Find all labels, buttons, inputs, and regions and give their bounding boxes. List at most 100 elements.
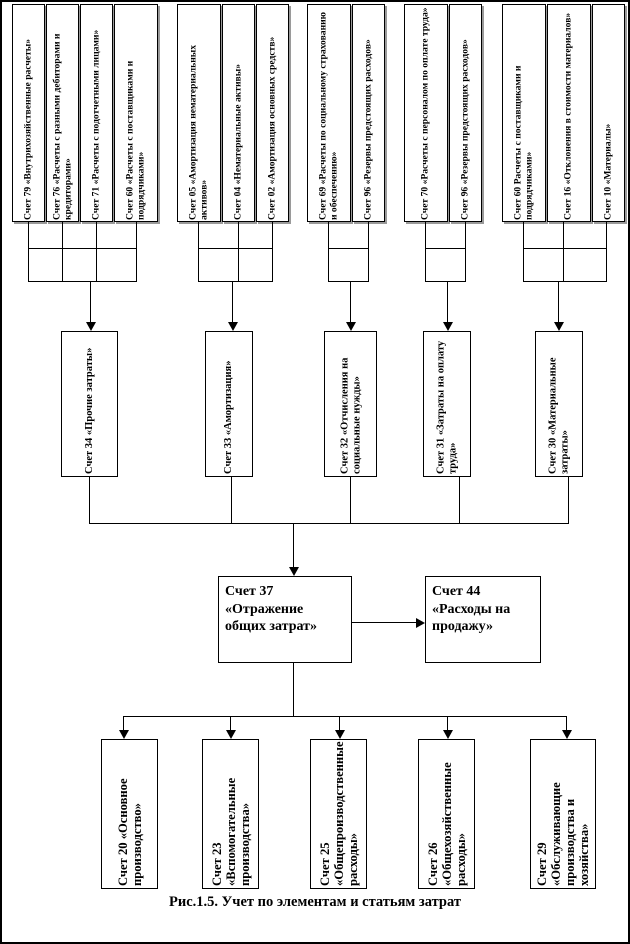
- mid-drop-34: [89, 477, 90, 523]
- g4-bus-bottom: [425, 281, 466, 282]
- bottom-arrow-23: [226, 730, 236, 739]
- center-box-37[interactable]: Счет 37 «Отражение общих затрат»: [218, 576, 352, 663]
- g3-bus-top: [328, 248, 369, 249]
- bottom-box-26-label: Счет 26 «Общехозяйственные расходы»: [425, 762, 468, 886]
- top-box-02[interactable]: Счет 02 «Амортизация основных средств»: [256, 4, 289, 222]
- center-box-44-line1: Счет 44: [432, 584, 481, 599]
- top-box-71-label: Счет 71 «Расчеты с подотчетными лицами»: [90, 29, 102, 220]
- bottom-box-29-label: Счет 29 «Обслуживающие производства и хо…: [534, 782, 592, 886]
- center-box-44-label: Счет 44 «Расходы на продажу»: [432, 583, 536, 636]
- g2-mid-leg: [238, 248, 239, 281]
- g4-bus-top: [425, 248, 466, 249]
- mid-box-34[interactable]: Счет 34 «Прочие затраты»: [61, 331, 118, 477]
- top-box-04-label: Счет 04 «Нематериальные активы»: [232, 64, 244, 220]
- g5-bus-top: [523, 248, 607, 249]
- top-box-76-label: Счет 76 «Расчеты с разными дебиторами и …: [50, 33, 73, 220]
- top-box-69-label: Счет 69 «Расчеты по социальному страхова…: [317, 12, 339, 220]
- g2-drop-04: [238, 222, 239, 248]
- top-box-71[interactable]: Счет 71 «Расчеты с подотчетными лицами»: [80, 4, 113, 222]
- figure-caption: Рис.1.5. Учет по элементам и статьям зат…: [169, 894, 461, 910]
- top-box-76[interactable]: Счет 76 «Расчеты с разными дебиторами и …: [46, 4, 79, 222]
- g5-arrow-30: [554, 322, 564, 331]
- g2-drop-02: [272, 222, 273, 248]
- bottom-box-25[interactable]: Счет 25 «Общепроизводственные расходы»: [310, 739, 367, 889]
- mid-box-30[interactable]: Счет 30 «Материальные затраты»: [535, 331, 583, 477]
- top-box-79-label: Счет 79 «Внутрихозяйственные расчеты»: [22, 38, 34, 220]
- g1-drop-76: [62, 222, 63, 248]
- top-box-05-label: Счет 05 «Амортизация нематериальных акти…: [187, 44, 209, 220]
- g3-arrow-32: [346, 322, 356, 331]
- top-box-60a[interactable]: Счет 60 «Расчеты с поставщиками и подряд…: [114, 4, 158, 222]
- top-box-60a-label: Счет 60 «Расчеты с поставщиками и подряд…: [124, 60, 146, 220]
- top-box-10-label: Счет 10 «Материалы»: [602, 123, 614, 220]
- bottom-arrow-29: [562, 730, 572, 739]
- link-37-44: [352, 622, 416, 623]
- top-box-60b-label: Счет 60 Расчеты с поставщиками и подрядч…: [512, 65, 534, 220]
- bottom-drop-29: [566, 716, 567, 735]
- g2-bus-bottom: [198, 281, 273, 282]
- g1-drop-71: [96, 222, 97, 248]
- g1-bus-top: [28, 248, 137, 249]
- top-box-96a[interactable]: Счет 96 «Резервы предстоящих расходов»: [352, 4, 385, 222]
- center-box-44-line3: продажу»: [432, 619, 494, 634]
- link-37-down: [293, 663, 294, 716]
- center-box-44-line2: «Расходы на: [432, 601, 511, 617]
- g1-arrow-34: [86, 322, 96, 331]
- g1-left-leg: [28, 248, 29, 281]
- mid-to-37: [293, 523, 294, 570]
- g3-to-32: [350, 281, 351, 325]
- top-box-05[interactable]: Счет 05 «Амортизация нематериальных акти…: [177, 4, 221, 222]
- bottom-box-26[interactable]: Счет 26 «Общехозяйственные расходы»: [418, 739, 475, 889]
- g1-mid2-leg: [96, 248, 97, 281]
- mid-box-31[interactable]: Счет 31 «Затраты на оплату труда»: [423, 331, 471, 477]
- mid-box-31-label: Счет 31 «Затраты на оплату труда»: [435, 340, 458, 474]
- top-box-16[interactable]: Счет 16 «Отклонения в стоимости материал…: [547, 4, 591, 222]
- bottom-box-25-label: Счет 25 «Общепроизводственные расходы»: [317, 741, 360, 886]
- bottom-drop-23: [230, 716, 231, 735]
- top-box-04[interactable]: Счет 04 «Нематериальные активы»: [222, 4, 255, 222]
- g5-to-30: [558, 281, 559, 325]
- g5-drop-10: [606, 222, 607, 248]
- g3-drop-96a: [368, 222, 369, 248]
- mid-drop-30: [568, 477, 569, 523]
- g4-arrow-31: [443, 322, 453, 331]
- top-box-96b[interactable]: Счет 96 «Резервы предстоящих расходов»: [449, 4, 482, 222]
- g4-left-leg: [425, 248, 426, 281]
- g1-to-34: [90, 281, 91, 325]
- top-box-16-label: Счет 16 «Отклонения в стоимости материал…: [562, 12, 574, 220]
- top-box-79[interactable]: Счет 79 «Внутрихозяйственные расчеты»: [12, 4, 45, 222]
- g1-drop-79: [28, 222, 29, 248]
- g5-right-leg: [606, 248, 607, 281]
- mid-drop-32: [350, 477, 351, 523]
- mid-bus: [89, 523, 569, 524]
- top-box-70[interactable]: Счет 70 «Расчеты с персоналом по оплате …: [404, 4, 448, 222]
- top-box-96b-label: Счет 96 «Резервы предстоящих расходов»: [459, 39, 471, 220]
- g5-bus-bottom: [523, 281, 607, 282]
- g3-left-leg: [328, 248, 329, 281]
- bottom-box-20[interactable]: Счет 20 «Основное производство»: [101, 739, 158, 889]
- mid-box-32-label: Счет 32 «Отчисления на социальные нужды»: [338, 357, 362, 474]
- bottom-box-29[interactable]: Счет 29 «Обслуживающие производства и хо…: [530, 739, 596, 889]
- top-box-69[interactable]: Счет 69 «Расчеты по социальному страхова…: [307, 4, 351, 222]
- center-box-44[interactable]: Счет 44 «Расходы на продажу»: [425, 576, 541, 663]
- mid-drop-33: [231, 477, 232, 523]
- bottom-bus: [123, 716, 566, 717]
- g2-right-leg: [272, 248, 273, 281]
- mid-drop-31: [459, 477, 460, 523]
- bottom-box-23[interactable]: Счет 23 «Вспомогательные производства»: [202, 739, 259, 889]
- arrow-37-44: [416, 618, 425, 628]
- top-box-02-label: Счет 02 «Амортизация основных средств»: [266, 36, 278, 220]
- g5-drop-16: [563, 222, 564, 248]
- center-box-37-line1: Счет 37: [225, 584, 274, 599]
- mid-box-33[interactable]: Счет 33 «Амортизация»: [205, 331, 253, 477]
- g4-to-31: [447, 281, 448, 325]
- g1-mid-leg: [62, 248, 63, 281]
- top-box-10[interactable]: Счет 10 «Материалы»: [592, 4, 625, 222]
- g3-bus-bottom: [328, 281, 369, 282]
- center-box-37-label: Счет 37 «Отражение общих затрат»: [225, 583, 347, 636]
- mid-box-32[interactable]: Счет 32 «Отчисления на социальные нужды»: [324, 331, 377, 477]
- g1-right-leg: [136, 248, 137, 281]
- top-box-60b[interactable]: Счет 60 Расчеты с поставщиками и подрядч…: [502, 4, 546, 222]
